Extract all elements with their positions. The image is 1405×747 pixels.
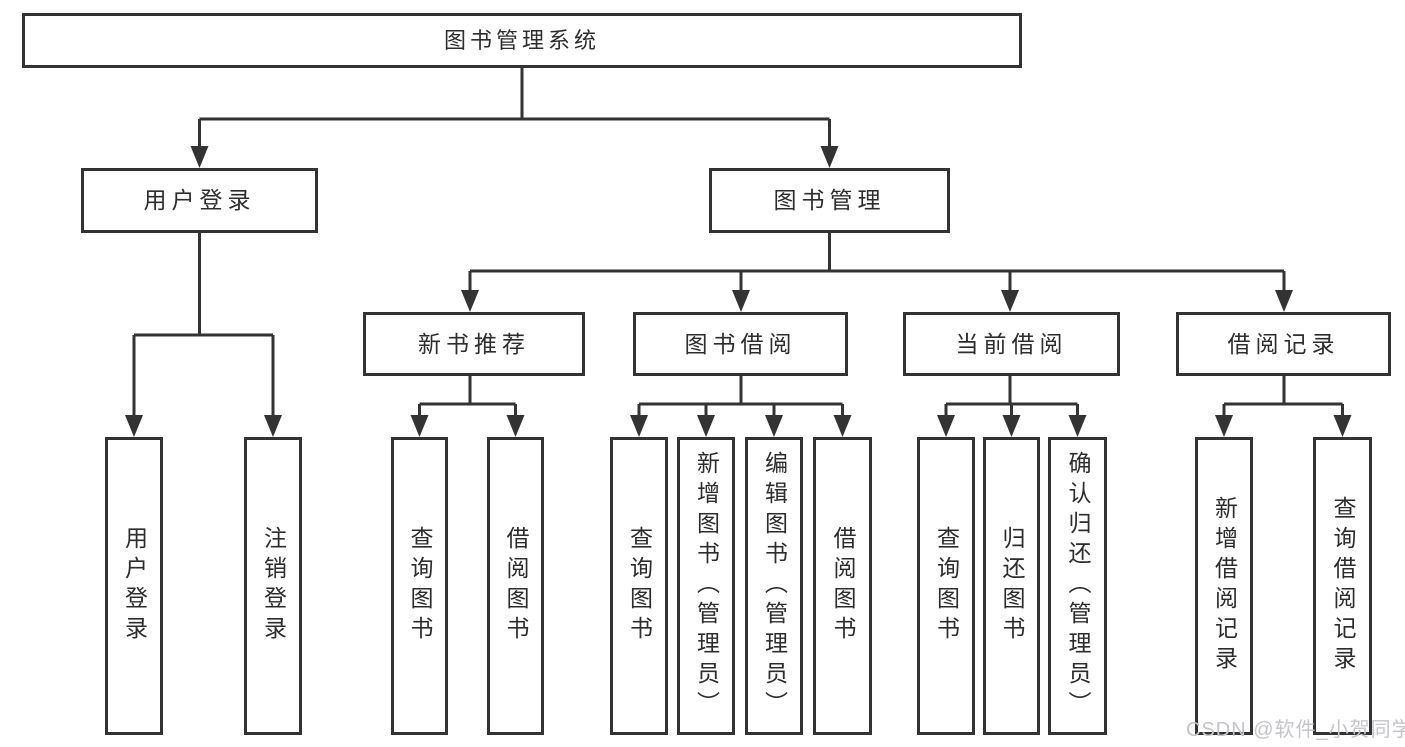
node-user-login: 用户登录: [81, 168, 318, 233]
leaf-user-login: 用户登录: [105, 437, 163, 735]
leaf-newbook-query-books: 查询图书: [391, 437, 448, 735]
node-root: 图书管理系统: [22, 13, 1022, 68]
leaf-logout: 注销登录: [244, 437, 302, 735]
leaf-add-borrow-record: 新增借阅记录: [1195, 437, 1253, 735]
node-book-management: 图书管理: [709, 168, 950, 233]
node-book-borrow: 图书借阅: [633, 312, 848, 376]
connector-borrow-record: [1222, 375, 1344, 420]
connector-book-mgmt: [468, 233, 1286, 294]
node-current-borrow: 当前借阅: [903, 312, 1120, 376]
leaf-current-query-books: 查询图书: [917, 437, 975, 735]
leaf-edit-books-admin: 编辑图书（管理员）: [745, 437, 803, 735]
leaf-query-borrow-record: 查询借阅记录: [1313, 437, 1372, 735]
leaf-return-books: 归还图书: [983, 437, 1040, 735]
leaf-borrow-query-books: 查询图书: [610, 437, 668, 735]
connector-root: [198, 68, 831, 150]
watermark: CSDN @软件_小贺同学: [1186, 719, 1405, 741]
leaf-borrow-books: 借阅图书: [813, 437, 872, 735]
node-borrow-record: 借阅记录: [1176, 312, 1391, 376]
connector-current-borrow: [944, 375, 1079, 420]
connector-book-borrow: [637, 375, 844, 420]
node-new-book-recommend: 新书推荐: [363, 312, 585, 376]
connector-new-book: [418, 375, 517, 420]
leaf-newbook-borrow-books: 借阅图书: [487, 437, 544, 735]
leaf-add-books-admin: 新增图书（管理员）: [677, 437, 735, 735]
arrowheads: [125, 146, 1352, 437]
leaf-confirm-return-admin: 确认归还（管理员）: [1048, 437, 1107, 735]
connector-user-login: [132, 233, 275, 420]
